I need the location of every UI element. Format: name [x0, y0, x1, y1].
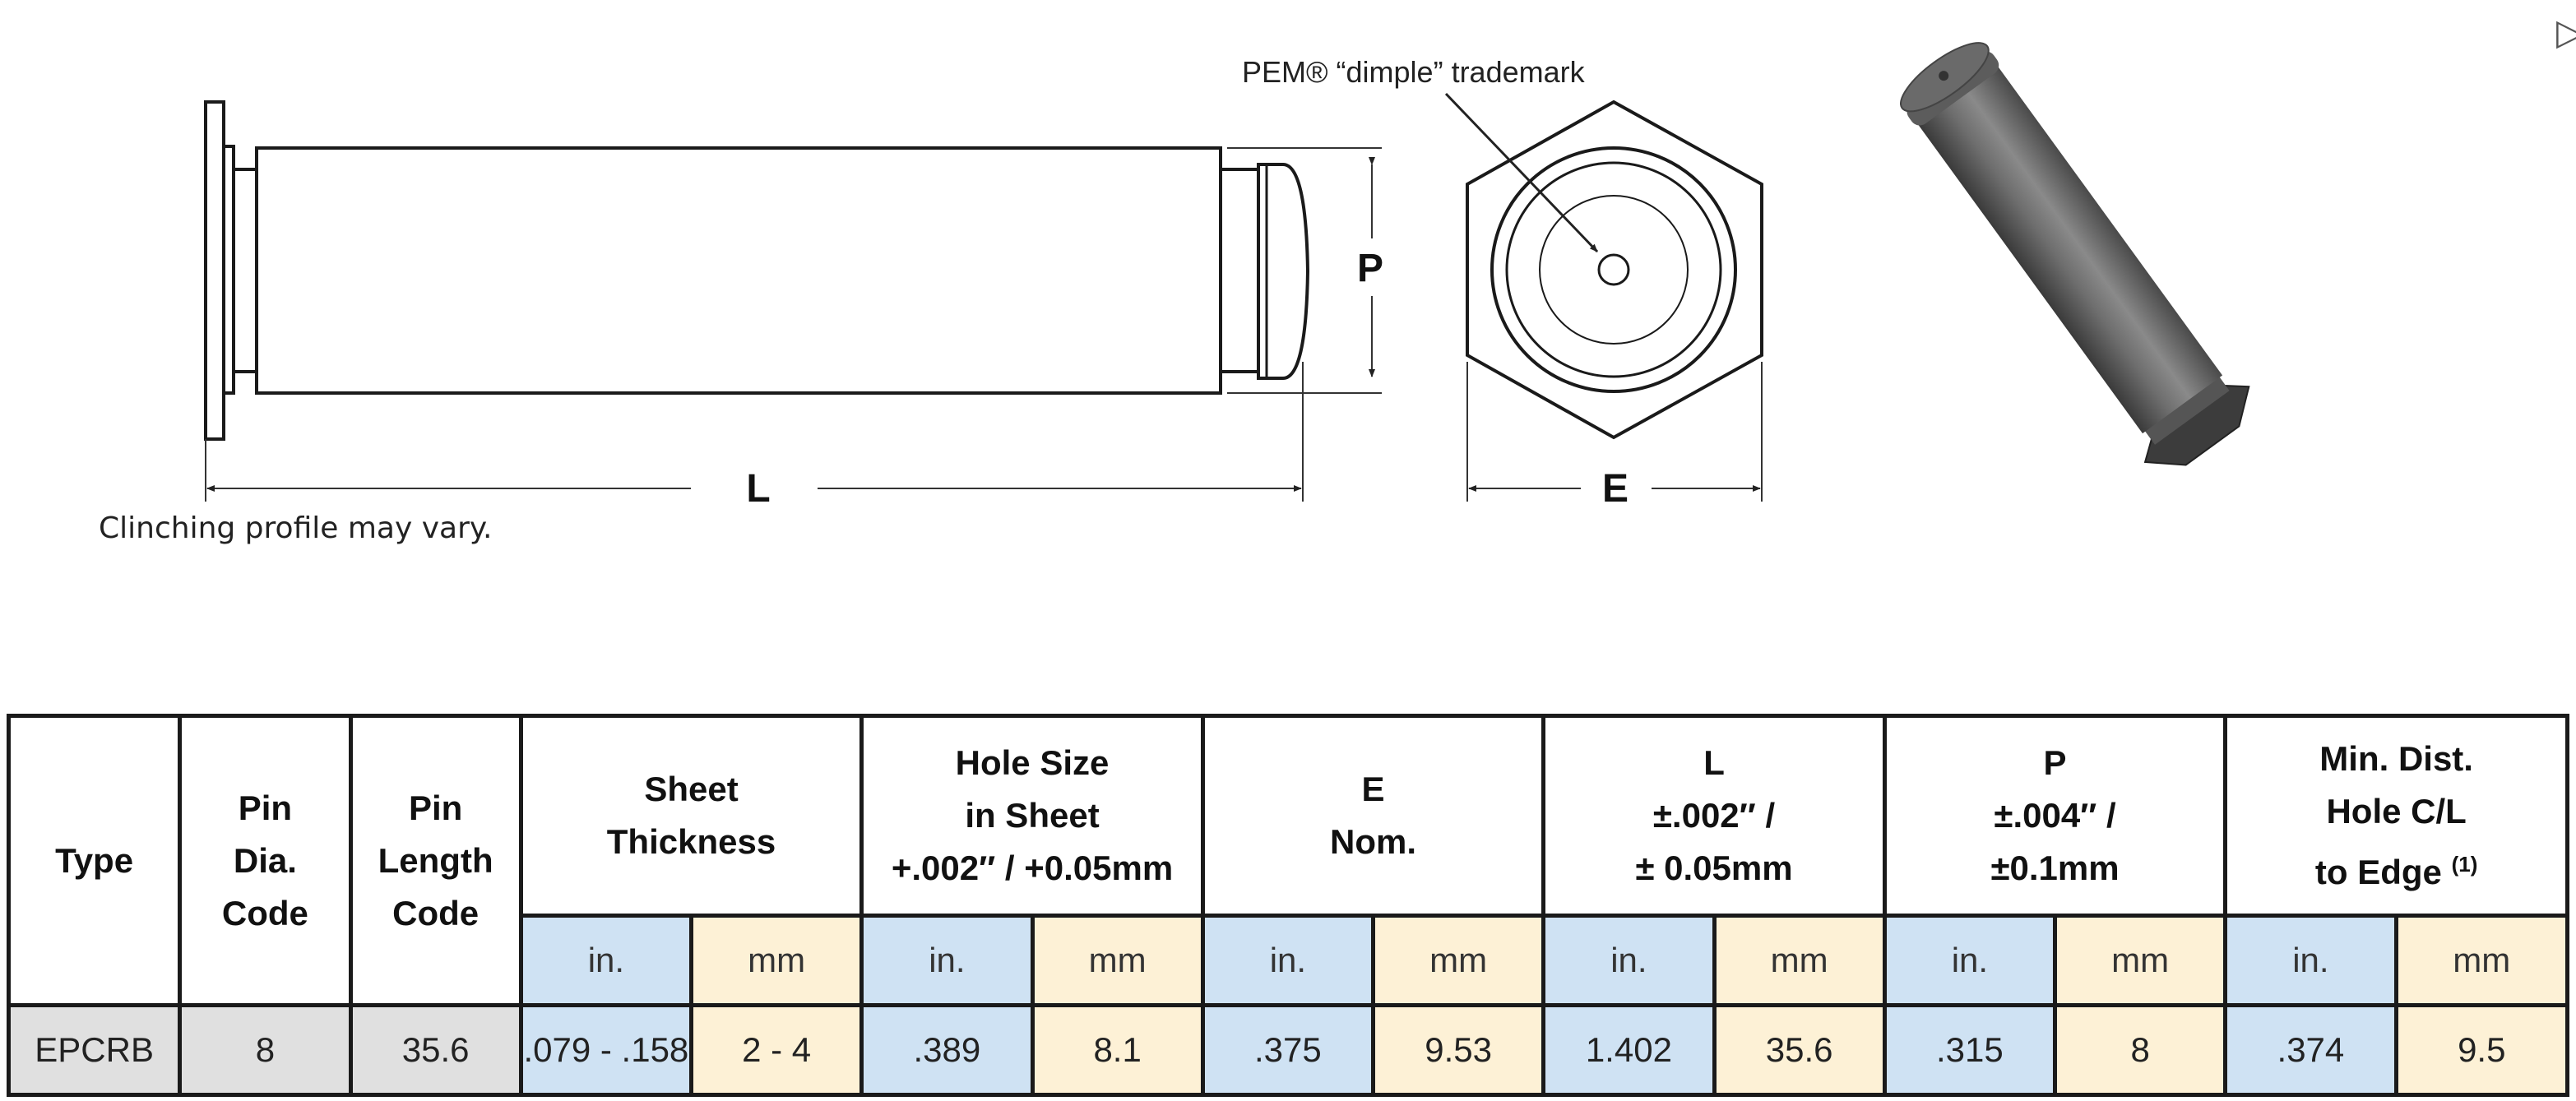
header-sheet-thickness: Sheet Thickness — [518, 714, 864, 918]
l-dimension-label: L — [746, 467, 770, 511]
header-row: Type Pin Dia. Code Pin Length Code Sheet… — [6, 714, 2569, 1007]
cell-pin-length-code: 35.6 — [348, 1003, 523, 1097]
unit-l-in: in. — [1541, 914, 1717, 1007]
unit-l-mm: mm — [1712, 914, 1887, 1007]
header-l-tolerance: L ±.002″ / ± 0.05mm — [1541, 714, 1887, 918]
cell-p-in: .315 — [1882, 1003, 2058, 1097]
pin-3d-render — [1899, 42, 2250, 466]
footnote-ref: (1) — [2451, 852, 2478, 877]
header-hole-size: Hole Size in Sheet +.002″ / +0.05mm — [859, 714, 1205, 918]
unit-row: in. mm in. mm in. mm in. mm in. mm in. m… — [9, 914, 2570, 1007]
cell-l-mm: 35.6 — [1712, 1003, 1887, 1097]
unit-sheet-mm: mm — [688, 914, 864, 1007]
end-view — [1466, 99, 1763, 440]
cell-dist-in: .374 — [2223, 1003, 2398, 1097]
side-view — [204, 100, 1310, 441]
cell-e-in: .375 — [1200, 1003, 1376, 1097]
header-e-nom: E Nom. — [1200, 714, 1546, 918]
spec-table: Type Pin Dia. Code Pin Length Code Sheet… — [6, 714, 2570, 1097]
p-dimension-label: P — [1357, 247, 1383, 290]
unit-sheet-in: in. — [518, 914, 694, 1007]
table-row: EPCRB 8 35.6 .079 - .158 2 - 4 .389 8.1 … — [6, 1003, 2570, 1097]
header-min-dist-text: Min. Dist. Hole C/L to Edge — [2314, 739, 2473, 891]
cell-dist-mm: 9.5 — [2393, 1003, 2570, 1097]
cell-l-in: 1.402 — [1541, 1003, 1717, 1097]
p-dimension — [1227, 147, 1382, 394]
header-pin-dia-code: Pin Dia. Code — [178, 714, 353, 1007]
clinching-note: Clinching profile may vary. — [99, 511, 493, 545]
cell-sheet-in: .079 - .158 — [518, 1003, 694, 1097]
unit-e-mm: mm — [1371, 914, 1546, 1007]
l-dimension — [205, 362, 1304, 502]
header-min-dist: Min. Dist. Hole C/L to Edge (1) — [2223, 714, 2569, 918]
unit-p-mm: mm — [2053, 914, 2228, 1007]
e-dimension-label: E — [1602, 467, 1629, 511]
technical-drawing: P L PEM® “dimple” trademark E — [204, 42, 2250, 511]
cell-type: EPCRB — [6, 1003, 183, 1097]
unit-e-in: in. — [1200, 914, 1376, 1007]
cell-hole-mm: 8.1 — [1030, 1003, 1205, 1097]
unit-dist-in: in. — [2223, 914, 2398, 1007]
cell-e-mm: 9.53 — [1371, 1003, 1546, 1097]
unit-hole-in: in. — [859, 914, 1035, 1007]
trademark-note: PEM® “dimple” trademark — [1242, 55, 1586, 89]
cell-hole-in: .389 — [859, 1003, 1035, 1097]
cell-pin-dia-code: 8 — [178, 1003, 353, 1097]
corner-arrow-icon: ▷ — [2556, 12, 2576, 53]
header-type: Type — [6, 714, 183, 1007]
unit-hole-mm: mm — [1030, 914, 1205, 1007]
unit-dist-mm: mm — [2393, 914, 2570, 1007]
header-p-tolerance: P ±.004″ / ±0.1mm — [1882, 714, 2228, 918]
cell-p-mm: 8 — [2053, 1003, 2228, 1097]
trademark-leader — [1444, 92, 1599, 253]
e-dimension — [1466, 362, 1763, 502]
cell-sheet-mm: 2 - 4 — [688, 1003, 864, 1097]
unit-p-in: in. — [1882, 914, 2058, 1007]
header-pin-length-code: Pin Length Code — [348, 714, 523, 1007]
